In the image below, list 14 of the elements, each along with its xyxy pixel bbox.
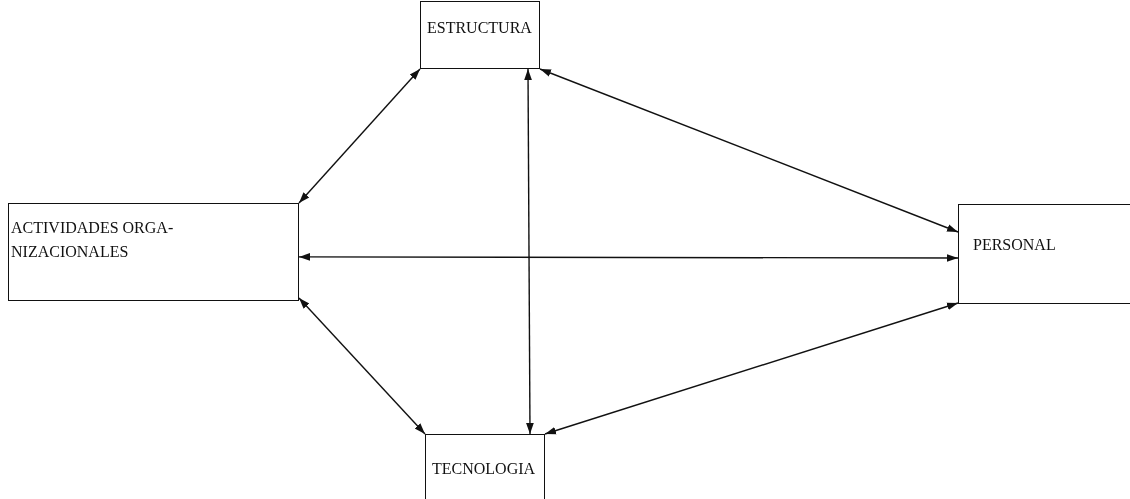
process-box	[958, 204, 1130, 304]
process-box	[425, 434, 545, 499]
double-arrow	[539, 68, 959, 233]
process-box	[420, 1, 540, 69]
node-label: PERSONAL	[973, 235, 1057, 255]
double-arrow	[298, 68, 421, 204]
double-arrow	[544, 302, 959, 435]
double-arrow	[298, 297, 426, 435]
node-label: TECNOLOGIA	[432, 459, 537, 479]
node-label: ESTRUCTURA	[427, 18, 533, 38]
node-label: ACTIVIDADES ORGA- NIZACIONALES	[11, 218, 175, 262]
process-box	[8, 203, 299, 301]
double-arrow	[298, 253, 959, 262]
double-arrow	[524, 68, 534, 435]
